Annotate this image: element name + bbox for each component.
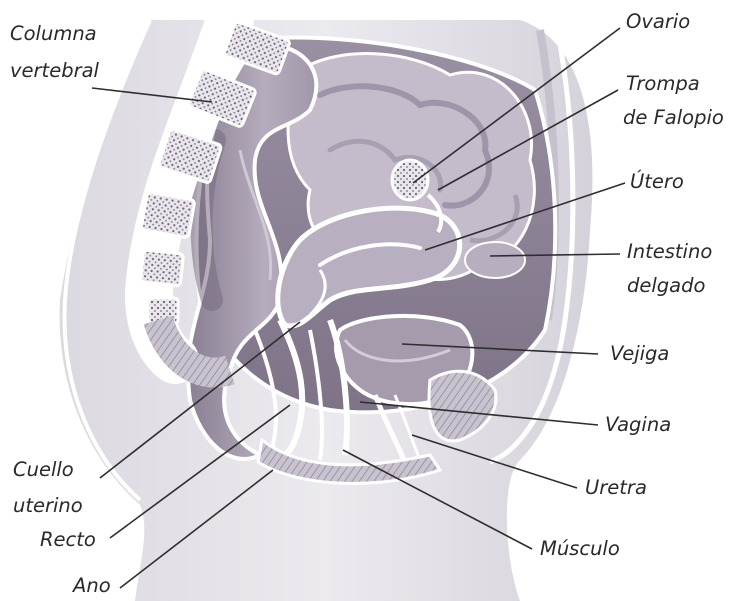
label-trompa-line1: Trompa <box>626 72 700 95</box>
label-musculo: Músculo <box>540 537 620 560</box>
label-recto: Recto <box>40 528 96 551</box>
label-utero: Útero <box>630 169 684 193</box>
ovary <box>392 160 428 200</box>
label-ovario: Ovario <box>626 10 690 33</box>
label-cuello-line1: Cuello <box>13 458 74 481</box>
label-columna-line2: vertebral <box>10 59 100 82</box>
label-cuello-line2: uterino <box>13 494 83 517</box>
label-trompa-line2: de Falopio <box>623 106 724 129</box>
label-vejiga: Vejiga <box>610 342 669 365</box>
label-columna-line1: Columna <box>10 22 97 45</box>
label-vagina: Vagina <box>605 413 671 436</box>
label-ano: Ano <box>71 574 111 597</box>
label-intestino-line1: Intestino <box>627 240 712 263</box>
label-intestino-line2: delgado <box>627 274 705 297</box>
label-uretra: Uretra <box>585 476 647 499</box>
